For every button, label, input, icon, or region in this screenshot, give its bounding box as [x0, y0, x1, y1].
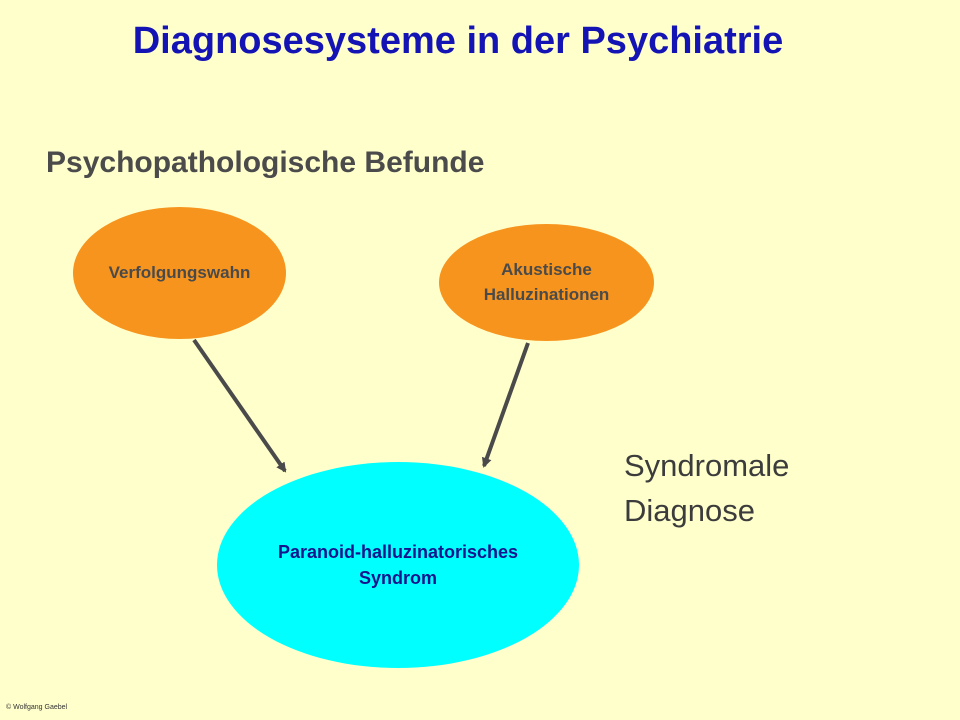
slide-title: Diagnosesysteme in der Psychiatrie [132, 20, 784, 62]
node-syndrom-label: Paranoid-halluzinatorisches Syndrom [277, 541, 519, 588]
arrow-halluzinationen-to-syndrom [481, 342, 530, 468]
node-verfolgungswahn: Verfolgungswahn [73, 207, 286, 339]
node-akustische-halluzinationen: Akustische Halluzinationen [439, 224, 654, 341]
syndromale-diagnose-label: Syndromale Diagnose [624, 448, 790, 528]
copyright-notice: © Wolfgang Gaebel [6, 704, 68, 711]
node-verfolgungswahn-label: Verfolgungswahn [108, 262, 251, 282]
section-heading: Psychopathologische Befunde [46, 146, 485, 179]
node-paranoid-halluzinatorisches-syndrom: Paranoid-halluzinatorisches Syndrom [217, 462, 579, 668]
arrow-verfolgungswahn-to-syndrom [192, 338, 287, 473]
node-halluzinationen-label: Akustische Halluzinationen [483, 259, 610, 304]
